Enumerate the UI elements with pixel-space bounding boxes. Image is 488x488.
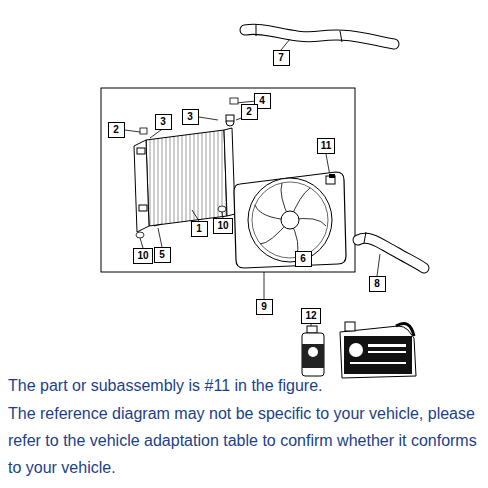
note-text: The reference diagram may not be specifi… [8, 400, 484, 481]
callout-number: 5 [154, 247, 171, 263]
caption: The part or subassembly is #11 in the fi… [8, 372, 484, 399]
callout-number: 3 [182, 109, 199, 125]
coolant-bottles [302, 322, 416, 378]
callout-number: 2 [108, 122, 125, 138]
lower-hose [358, 232, 424, 268]
group-frame [101, 88, 355, 272]
callout-number: 9 [256, 299, 273, 315]
radiator [134, 115, 235, 232]
callout-number: 8 [369, 276, 386, 292]
callout-number: 12 [301, 308, 320, 324]
callout-number: 10 [213, 218, 232, 234]
callout-number: 2 [241, 104, 258, 120]
callout-number: 6 [295, 251, 312, 267]
upper-hose [245, 25, 394, 44]
callout-number: 7 [273, 50, 290, 66]
callout-number: 10 [133, 248, 152, 264]
callout-number: 3 [155, 114, 172, 130]
fan-shroud [234, 172, 346, 268]
callout-number: 1 [191, 221, 208, 237]
callout-number: 11 [317, 138, 336, 154]
